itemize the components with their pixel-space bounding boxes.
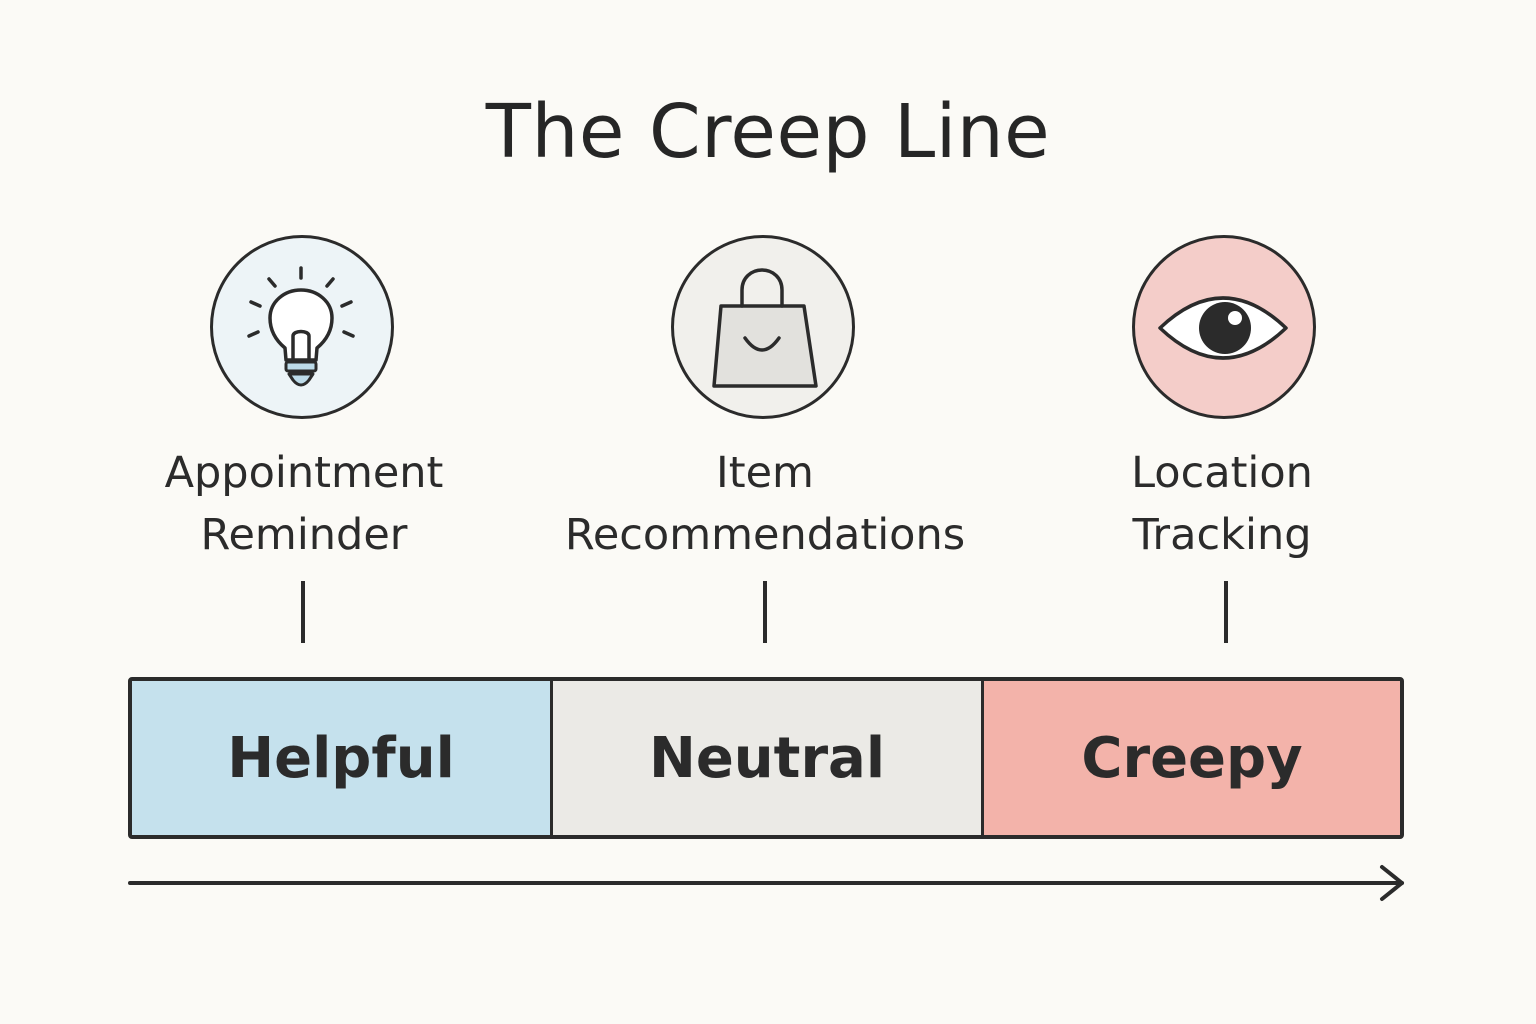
example-label-line: Tracking — [1132, 510, 1312, 560]
example-label-line: Recommendations — [564, 510, 966, 560]
connector-tick-helpful — [301, 581, 305, 643]
example-label-item-recommendations: Item Recommendations — [535, 442, 995, 566]
segment-neutral: Neutral — [550, 681, 984, 835]
example-label-line: Item — [716, 448, 814, 498]
example-label-line: Appointment — [164, 448, 444, 498]
eye-icon — [1132, 235, 1316, 419]
example-label-line: Reminder — [200, 510, 408, 560]
shopping-bag-icon-graphic — [712, 268, 818, 388]
lightbulb-icon — [210, 235, 394, 419]
diagram-title: The Creep Line — [485, 89, 1051, 175]
example-label-line: Location — [1131, 448, 1313, 498]
connector-tick-creepy — [1224, 581, 1228, 643]
example-label-appointment-reminder: Appointment Reminder — [74, 442, 534, 566]
direction-arrow — [128, 865, 1404, 901]
segment-creepy: Creepy — [984, 681, 1400, 835]
segment-helpful: Helpful — [132, 681, 550, 835]
creep-scale-bar: Helpful Neutral Creepy — [128, 677, 1404, 839]
connector-tick-neutral — [763, 581, 767, 643]
eye-icon-graphic — [1158, 296, 1288, 360]
shopping-bag-icon — [671, 235, 855, 419]
lightbulb-icon-graphic — [247, 266, 355, 387]
example-label-location-tracking: Location Tracking — [992, 442, 1452, 566]
